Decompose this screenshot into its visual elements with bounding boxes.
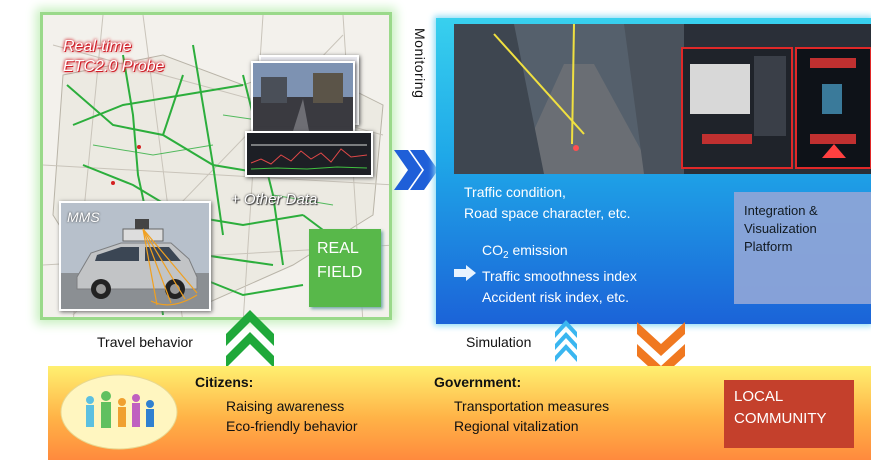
- mms-car-image: [61, 203, 209, 309]
- co2-emission-line: CO2 emission: [482, 240, 637, 266]
- co2-suffix: emission: [508, 242, 568, 258]
- real-field-line1: REAL: [317, 240, 359, 257]
- government-list: Transportation measures Regional vitaliz…: [454, 396, 609, 436]
- smoothness-index-line: Traffic smoothness index: [482, 268, 637, 284]
- mms-label: MMS: [67, 209, 100, 225]
- real-field-box: REAL FIELD: [309, 229, 381, 307]
- integ-line3: Platform: [744, 239, 793, 254]
- citizens-item: Raising awareness: [226, 398, 345, 414]
- co2-subscript: 2: [503, 250, 509, 261]
- integration-platform-panel: Traffic condition, Road space character,…: [436, 18, 871, 324]
- simulation-indices: CO2 emission Traffic smoothness index Ac…: [482, 240, 637, 308]
- real-field-panel: Real-time ETC2.0 Probe + Other Data: [40, 12, 392, 320]
- citizens-item: Eco-friendly behavior: [226, 418, 358, 434]
- integration-platform-box: Integration & Visualization Platform: [734, 192, 871, 304]
- probe-title-line2: ETC2.0 Probe: [63, 58, 165, 75]
- traffic-line2: Road space character, etc.: [464, 205, 631, 221]
- integ-line1: Integration &: [744, 203, 818, 218]
- government-item: Regional vitalization: [454, 418, 579, 434]
- local-community-bar: Citizens: Raising awareness Eco-friendly…: [48, 366, 871, 460]
- co2-prefix: CO: [482, 242, 503, 258]
- local-community-box: LOCAL COMMUNITY: [724, 380, 854, 448]
- monitoring-chevron-icon: [394, 150, 438, 190]
- mms-vehicle-photo: MMS: [59, 201, 211, 311]
- local-line1: LOCAL: [734, 388, 784, 405]
- government-item: Transportation measures: [454, 398, 610, 414]
- government-heading: Government:: [434, 374, 522, 390]
- probe-title: Real-time ETC2.0 Probe: [63, 37, 164, 77]
- local-line2: COMMUNITY: [734, 410, 827, 427]
- dashcam-image: [253, 63, 353, 131]
- point-cloud-view: [454, 24, 871, 174]
- traffic-line1: Traffic condition,: [464, 184, 566, 200]
- traffic-condition-text: Traffic condition, Road space character,…: [464, 182, 631, 224]
- integ-line2: Visualization: [744, 221, 817, 236]
- right-arrow-icon: [454, 265, 476, 281]
- real-field-line2: FIELD: [317, 264, 363, 281]
- probe-data-screenshots: [245, 55, 373, 177]
- probe-graph-image: [247, 133, 371, 175]
- monitoring-label: Monitoring: [412, 28, 428, 99]
- accident-risk-line: Accident risk index, etc.: [482, 289, 630, 305]
- other-data-label: + Other Data: [231, 191, 318, 208]
- citizens-heading: Citizens:: [195, 374, 254, 390]
- citizens-list: Raising awareness Eco-friendly behavior: [226, 396, 358, 436]
- travel-behavior-chevron-icon: [226, 310, 274, 368]
- probe-title-line1: Real-time: [63, 38, 132, 55]
- simulation-chevron-icon: [555, 320, 577, 362]
- point-cloud-images: [454, 24, 871, 174]
- citizens-icon: [60, 374, 178, 450]
- travel-behavior-label: Travel behavior: [97, 334, 193, 350]
- simulation-label: Simulation: [466, 334, 532, 350]
